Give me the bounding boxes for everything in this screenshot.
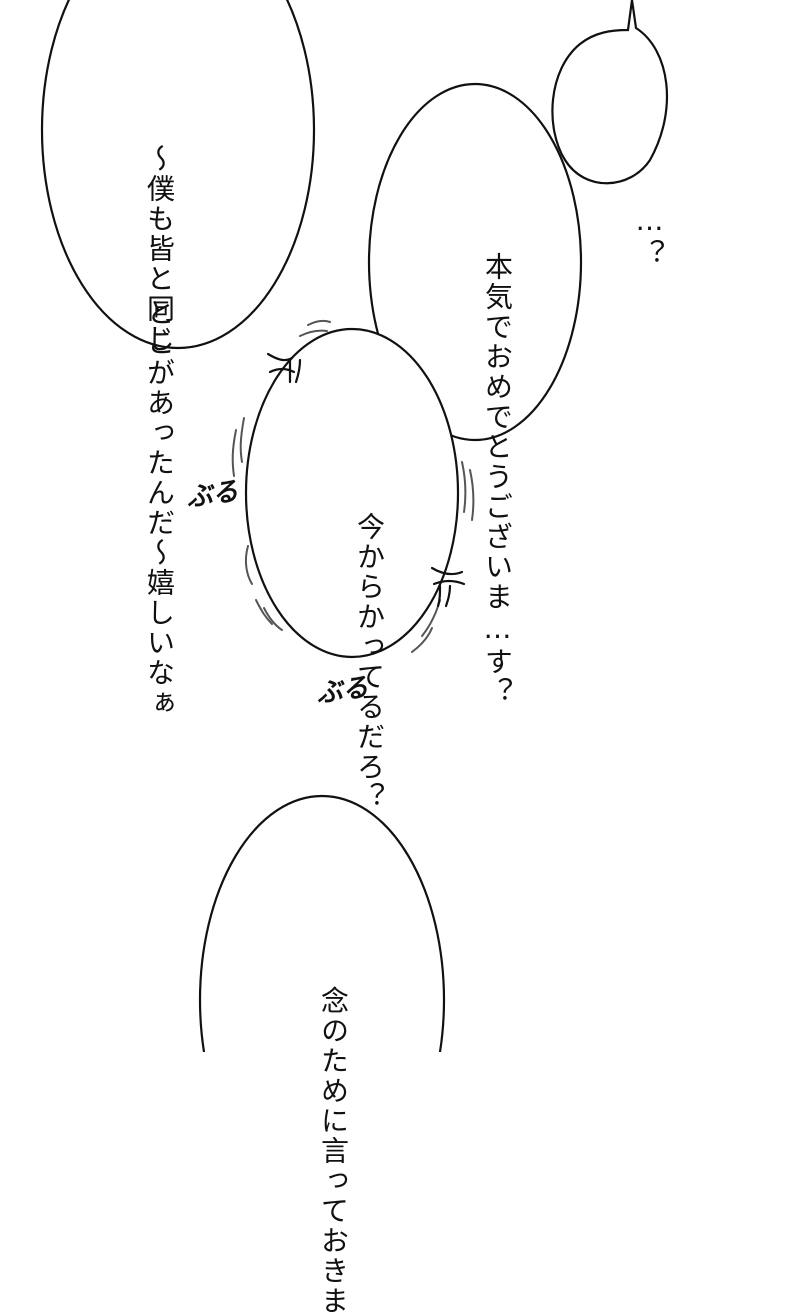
shake-lines <box>231 320 475 653</box>
bubble-line: ございま…す？ <box>481 492 514 707</box>
sfx-shake-left: ぶる <box>184 476 241 514</box>
speech-bubble-middle <box>244 327 460 659</box>
bubble-line: 〜僕も皆と同じ <box>143 144 176 354</box>
bubble-text-bottom: 念のために言っておきま <box>276 846 390 1316</box>
emphasis-mark-top <box>266 352 302 384</box>
bubble-line: 念のために <box>317 986 350 1136</box>
bubble-line: 嬉しいなぁ <box>143 568 176 718</box>
bubble-text-small: …？ <box>592 64 706 269</box>
speech-bubble-top-left <box>40 0 316 350</box>
panel-artwork <box>40 0 669 1052</box>
speech-bubble-small <box>551 0 669 185</box>
bubble-line: だろ？ <box>353 722 386 812</box>
bubble-line: 言っておきま <box>317 1136 350 1316</box>
sfx-shake-bottom: ぶる <box>314 672 371 710</box>
bubble-line: …？ <box>633 204 666 269</box>
bubble-text-top-right: 本気でおめでとうございま…す？ <box>440 112 554 707</box>
bubble-line: とこがあったんだ〜 <box>143 298 176 568</box>
emphasis-mark-bottom <box>430 566 466 608</box>
bubble-line: 今からかってる <box>353 512 386 722</box>
bubble-text-middle: 今からかってるだろ？ <box>312 372 426 812</box>
speech-bubble-top-right <box>367 82 583 442</box>
manga-page: 〜僕も皆と同じとこがあったんだ〜嬉しいなぁ …？ 本気でおめでとうございま…す？… <box>40 0 706 1316</box>
bubble-text-top-left: 〜僕も皆と同じとこがあったんだ〜嬉しいなぁ <box>102 4 216 718</box>
speech-bubble-bottom <box>198 794 446 1052</box>
bubble-line: 本気でおめでとう <box>481 252 514 492</box>
